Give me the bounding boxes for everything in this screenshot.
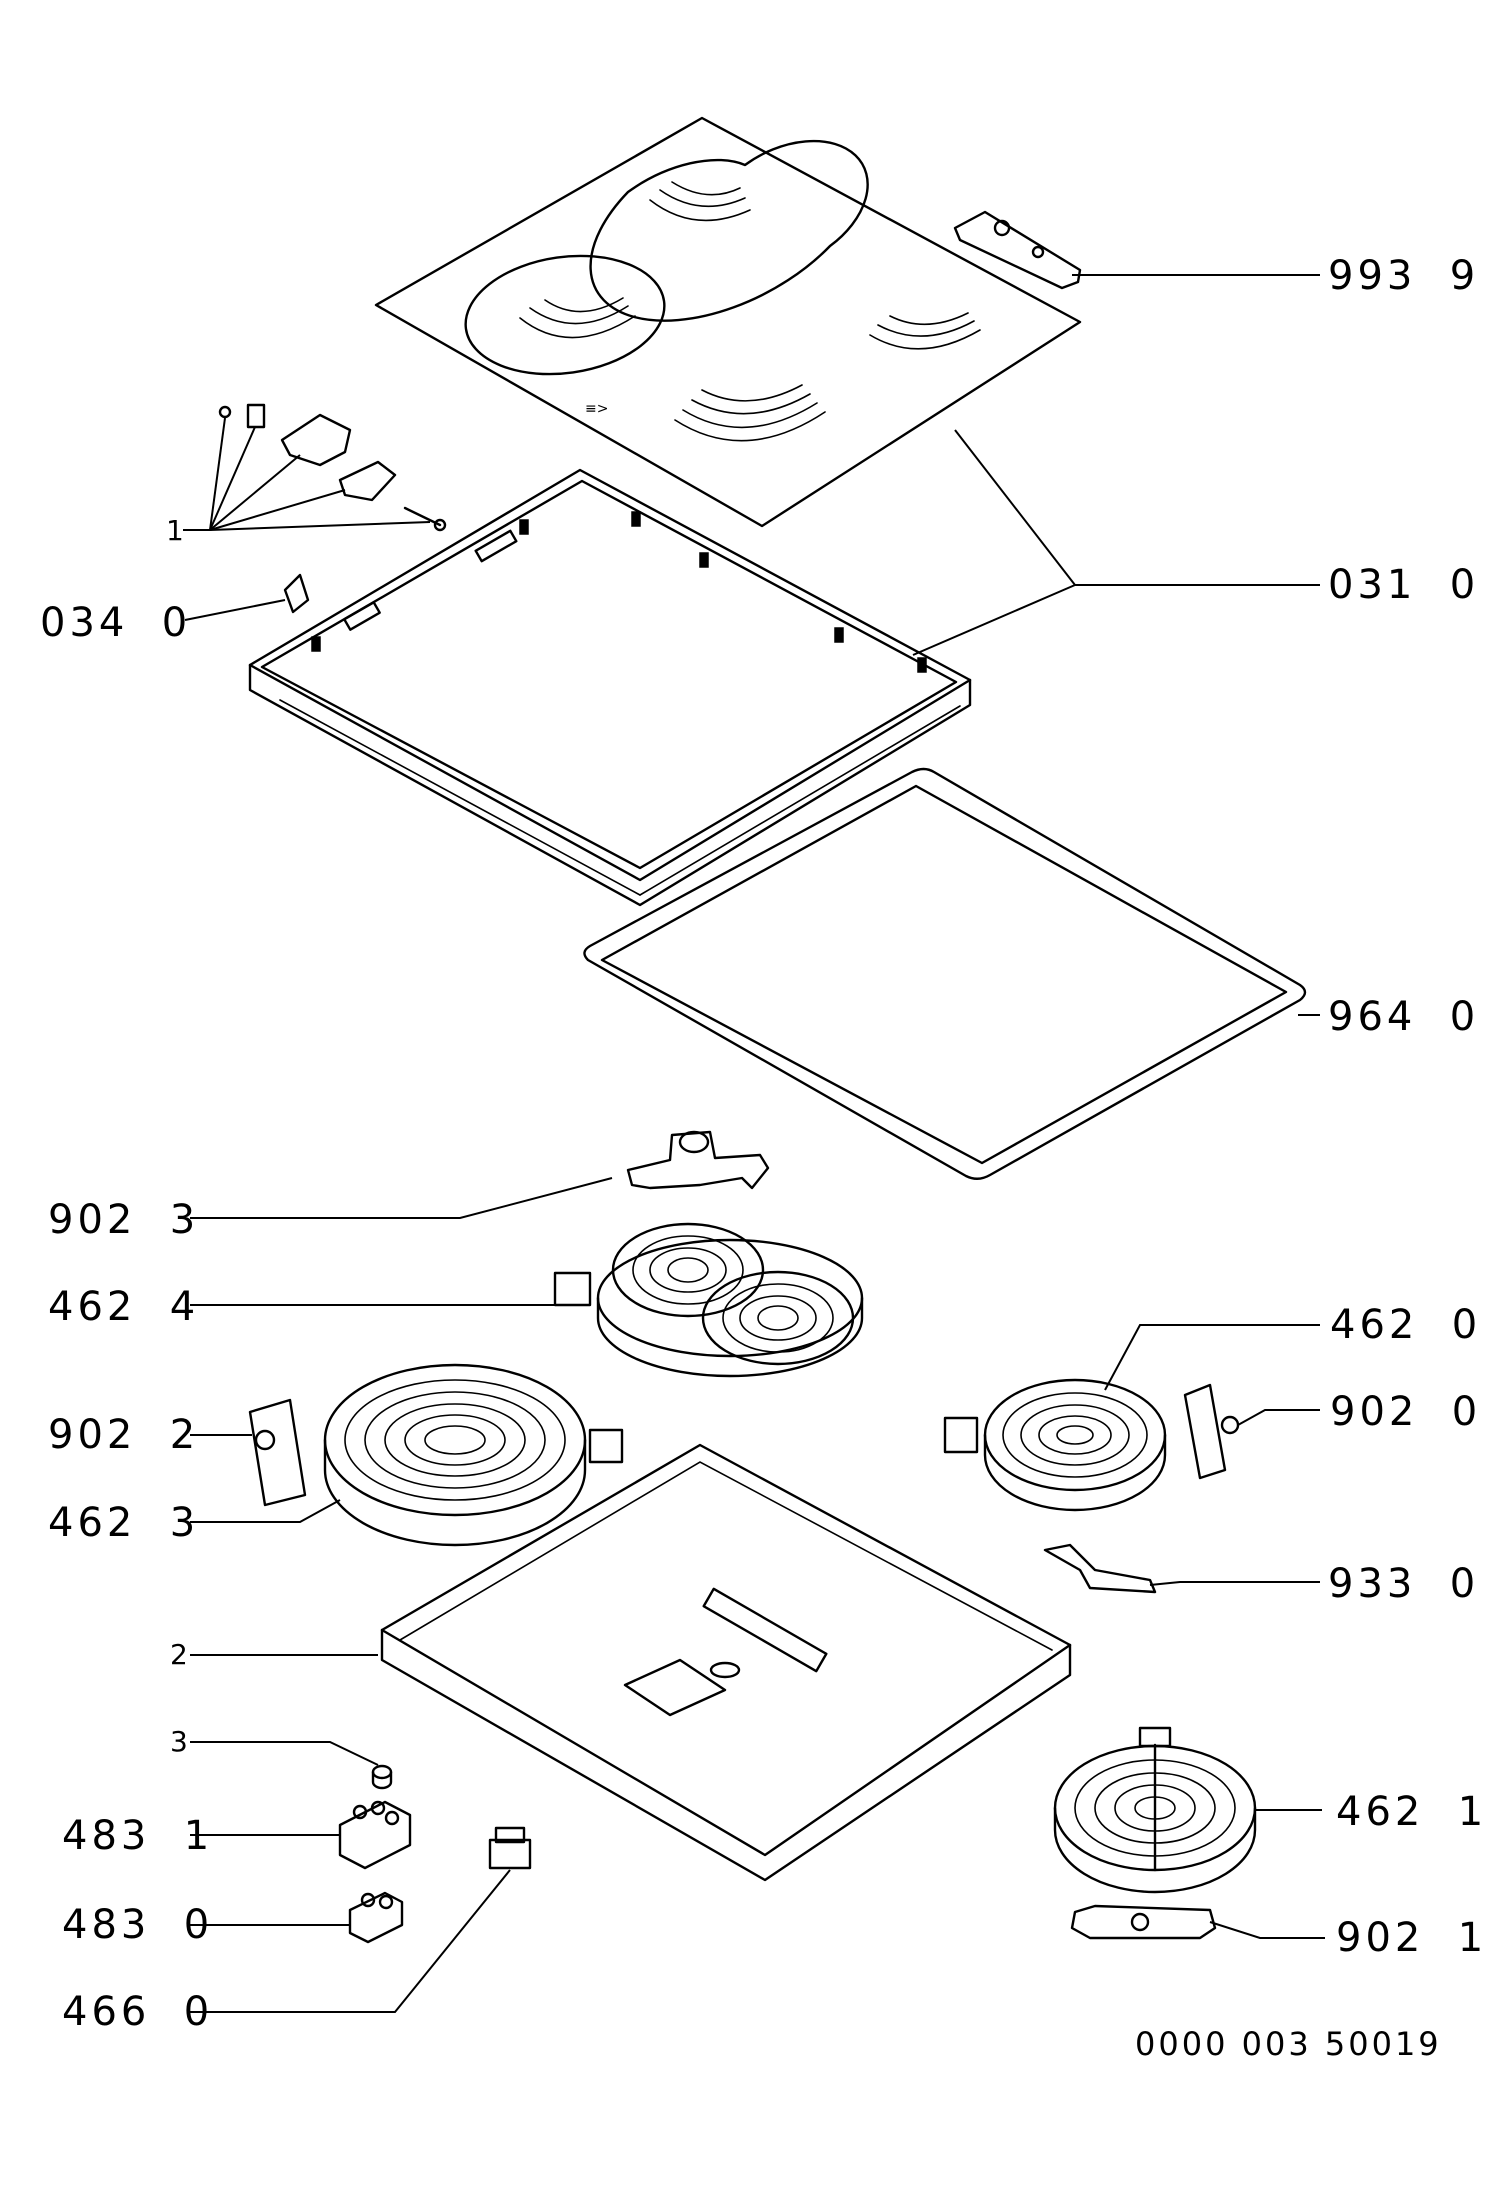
callout-902-1: 902 1 bbox=[1336, 1915, 1488, 1961]
callout-462-4: 462 4 bbox=[48, 1284, 200, 1330]
callout-483-1: 483 1 bbox=[62, 1813, 214, 1859]
callout-933-0: 933 0 bbox=[1328, 1561, 1480, 1607]
glass-ceramic-cooktop: ≡> bbox=[374, 116, 1082, 528]
radiant-heater-462-4 bbox=[190, 1222, 864, 1378]
callout-902-3: 902 3 bbox=[48, 1197, 200, 1243]
knob-3 bbox=[190, 1741, 393, 1790]
terminal-block-483-0 bbox=[190, 1891, 404, 1944]
clip-034-0 bbox=[184, 573, 310, 621]
callout-1: 1 bbox=[166, 514, 184, 547]
fixing-parts-1 bbox=[183, 403, 447, 532]
callout-3: 3 bbox=[170, 1725, 188, 1758]
bracket-902-0 bbox=[1183, 1383, 1320, 1480]
callout-483-0: 483 0 bbox=[62, 1902, 214, 1948]
callout-466-0: 466 0 bbox=[62, 1989, 214, 2035]
callout-462-3: 462 3 bbox=[48, 1500, 200, 1546]
bracket-902-1 bbox=[1070, 1904, 1325, 1940]
bracket-993-9 bbox=[953, 210, 1320, 290]
bracket-902-3 bbox=[190, 1130, 770, 1219]
radiant-heater-462-3 bbox=[190, 1363, 624, 1547]
callout-031-0: 031 0 bbox=[1328, 562, 1480, 608]
switch-466-0 bbox=[190, 1826, 532, 2013]
callout-462-1: 462 1 bbox=[1336, 1789, 1488, 1835]
base-tray-2 bbox=[190, 1443, 1072, 1882]
radiant-heater-462-1 bbox=[1053, 1726, 1322, 1894]
svg-text:≡>: ≡> bbox=[585, 401, 608, 417]
bracket-902-2 bbox=[190, 1398, 307, 1507]
callout-964-0: 964 0 bbox=[1328, 994, 1480, 1040]
drawing-number: 0000 003 50019 bbox=[1135, 2025, 1442, 2063]
seal-964-0 bbox=[583, 767, 1320, 1180]
terminal-block-483-1 bbox=[190, 1800, 412, 1870]
cooktop-frame bbox=[248, 429, 1320, 907]
bracket-933-0 bbox=[1043, 1543, 1320, 1594]
callout-902-2: 902 2 bbox=[48, 1412, 200, 1458]
callout-993-9: 993 9 bbox=[1328, 253, 1480, 299]
callout-902-0: 902 0 bbox=[1330, 1389, 1482, 1435]
radiant-heater-462-0 bbox=[943, 1324, 1320, 1512]
callout-462-0: 462 0 bbox=[1330, 1302, 1482, 1348]
callout-034-0: 034 0 bbox=[40, 600, 192, 646]
callout-2: 2 bbox=[170, 1638, 188, 1671]
